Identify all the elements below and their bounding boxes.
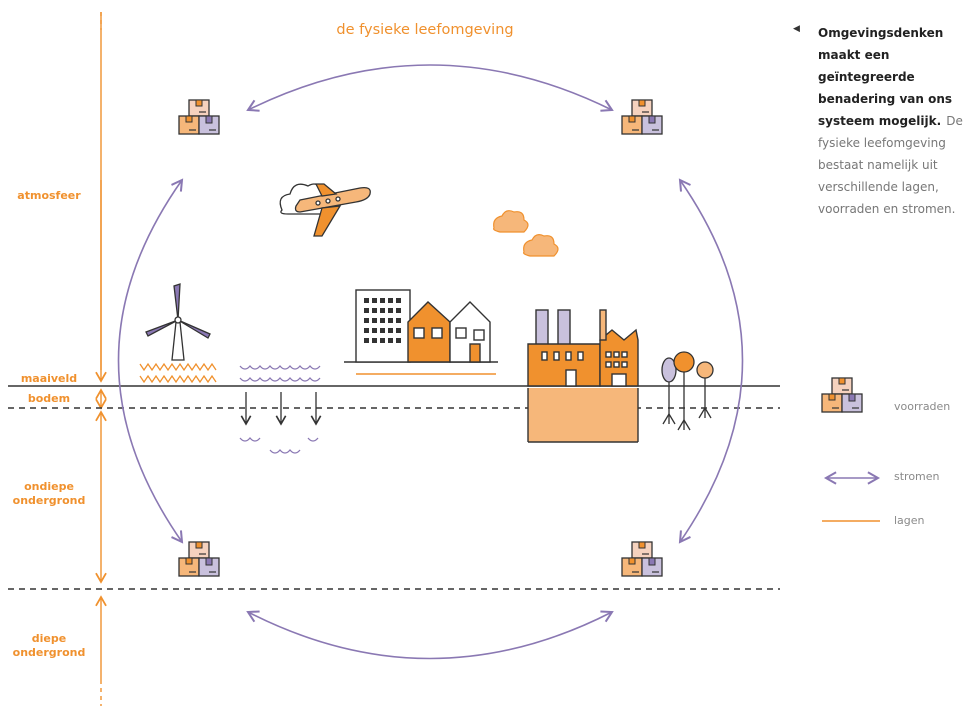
side-heading: Omgevingsdenken maakt een geïntegreerde …	[818, 26, 953, 128]
stock-boxes-top-left	[178, 99, 220, 135]
label-maaiveld: maaiveld	[20, 372, 78, 385]
clouds-icon	[493, 210, 559, 257]
label-bodem: bodem	[27, 392, 71, 405]
water-icon	[239, 364, 321, 454]
wind-turbine-icon	[145, 283, 211, 361]
legend-voorraden-icon	[821, 377, 863, 413]
label-atmosfeer: atmosfeer	[17, 189, 81, 202]
stock-boxes-bottom-right	[621, 541, 663, 577]
side-body: De fysieke leefomgeving bestaat namelijk…	[818, 114, 963, 216]
pointer-left-icon: ◀	[793, 24, 800, 34]
legend-voorraden-label: voorraden	[894, 400, 951, 413]
legend-lagen-label: lagen	[894, 514, 925, 527]
airplane-icon	[279, 183, 371, 237]
label-diepe-ondergrond: diepe ondergrond	[12, 632, 86, 659]
side-explanation: ◀ Omgevingsdenken maakt een geïntegreerd…	[793, 22, 978, 220]
city-buildings-icon	[344, 289, 498, 363]
trees-icon	[661, 351, 714, 431]
roots-icon	[139, 362, 217, 384]
infiltration-arrows	[240, 392, 322, 426]
flow-arrows	[117, 64, 744, 660]
stock-boxes-bottom-left	[178, 541, 220, 577]
diagram-title: de fysieke leefomgeving	[336, 22, 514, 38]
factory-icon	[527, 309, 639, 443]
label-ondiepe-ondergrond: ondiepe ondergrond	[12, 480, 86, 507]
stock-boxes-top-right	[621, 99, 663, 135]
legend-stromen-label: stromen	[894, 470, 940, 483]
